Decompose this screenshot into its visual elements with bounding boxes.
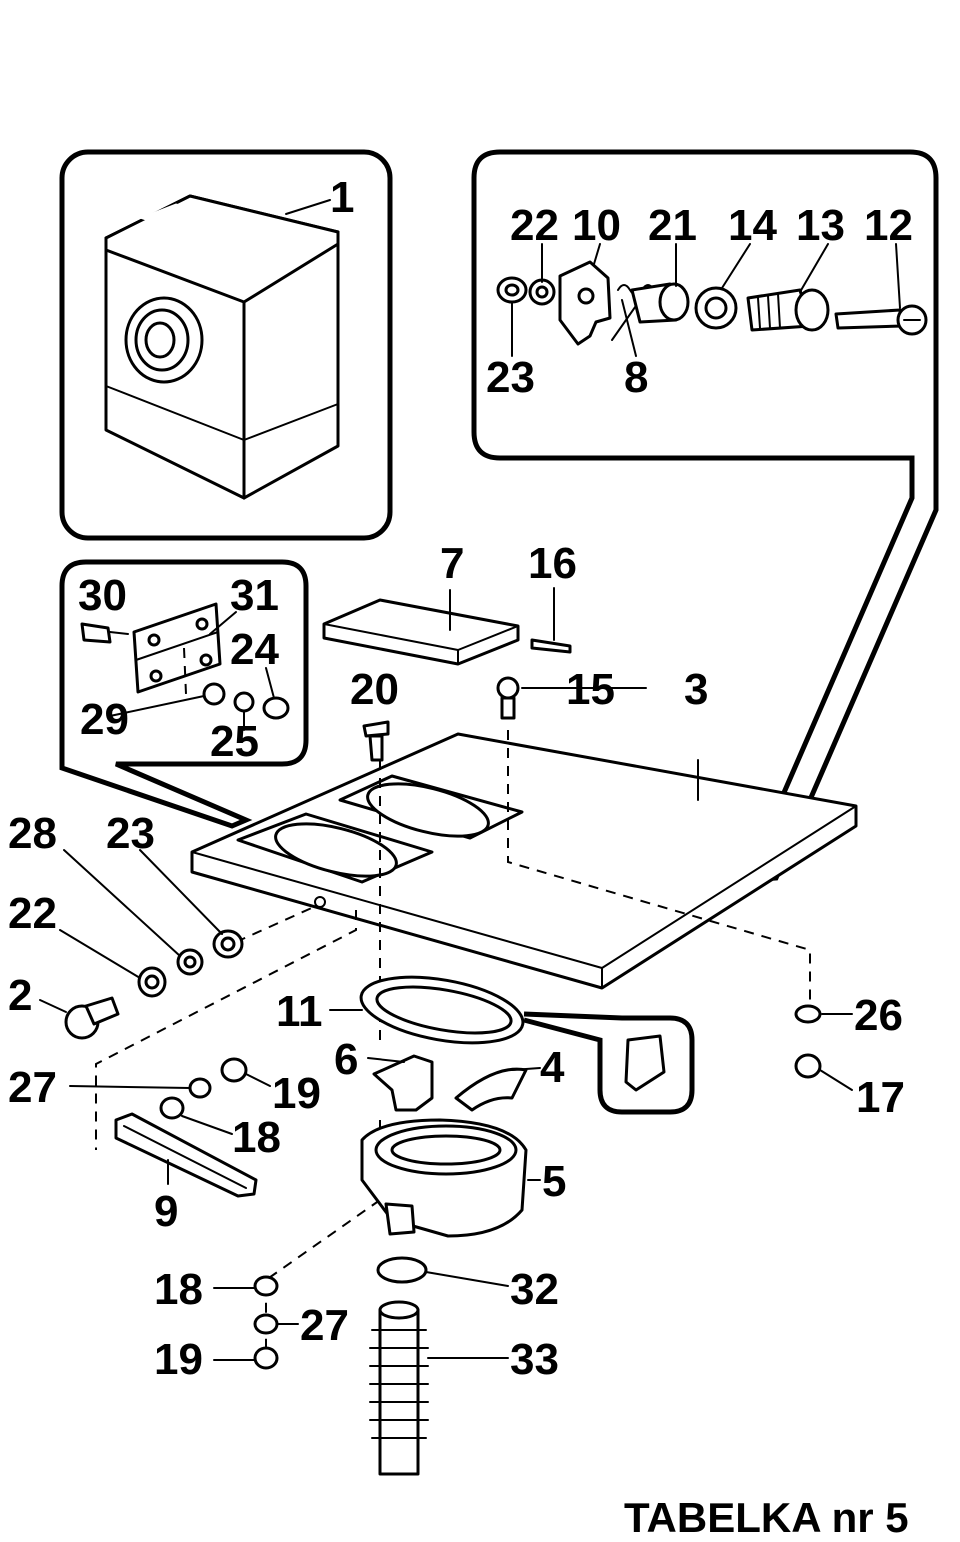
label-27: 27 <box>8 1063 57 1112</box>
label-25: 25 <box>210 717 259 766</box>
part-4-clip <box>454 1067 528 1112</box>
label-7: 7 <box>440 539 464 588</box>
label-29: 29 <box>80 695 129 744</box>
dashed-lines <box>507 730 811 1000</box>
part-20-screw <box>362 720 390 738</box>
lid-panel <box>190 732 858 990</box>
label-8: 8 <box>624 353 648 402</box>
label-15: 15 <box>566 665 615 714</box>
label-3: 3 <box>684 665 708 714</box>
part-33-hose <box>378 1308 420 1476</box>
label-33: 33 <box>510 1335 559 1384</box>
diagram-title: TABELKA nr 5 <box>624 1494 909 1541</box>
label-1: 1 <box>330 173 354 222</box>
label-9: 9 <box>154 1187 178 1236</box>
hinge-inset <box>59 559 309 829</box>
label-4: 4 <box>540 1043 565 1092</box>
part-7-block <box>322 598 520 666</box>
label-22: 22 <box>510 201 559 250</box>
label-32: 32 <box>510 1265 559 1314</box>
label-14: 14 <box>728 201 777 250</box>
label-31: 31 <box>230 571 279 620</box>
hinge-bolt-inset <box>471 149 939 883</box>
part-6-bracket <box>372 1054 434 1112</box>
label-17: 17 <box>856 1073 905 1122</box>
label-2: 2 <box>8 971 32 1020</box>
part-16-pin <box>530 638 572 654</box>
label-18-low: 18 <box>154 1265 203 1314</box>
label-18: 18 <box>232 1113 281 1162</box>
label-21: 21 <box>648 201 697 250</box>
label-5: 5 <box>542 1157 566 1206</box>
label-28: 28 <box>8 809 57 858</box>
label-30: 30 <box>78 571 127 620</box>
label-12: 12 <box>864 201 913 250</box>
label-26: 26 <box>854 991 903 1040</box>
machine-inset <box>59 149 393 541</box>
label-6: 6 <box>334 1035 358 1084</box>
label-16: 16 <box>528 539 577 588</box>
label-23-top: 23 <box>486 353 535 402</box>
label-22-left: 22 <box>8 889 57 938</box>
part-15-eyebolt <box>496 676 520 700</box>
label-13: 13 <box>796 201 845 250</box>
label-20: 20 <box>350 665 399 714</box>
label-11: 11 <box>276 987 323 1036</box>
label-27-low: 27 <box>300 1301 349 1350</box>
label-19: 19 <box>272 1069 321 1118</box>
part-labels: 1 22 10 21 14 13 12 23 8 7 16 30 31 24 2… <box>8 173 913 1384</box>
label-24: 24 <box>230 625 279 674</box>
label-23-left: 23 <box>106 809 155 858</box>
label-19-low: 19 <box>154 1335 203 1384</box>
label-10: 10 <box>572 201 621 250</box>
part-32-clamp <box>376 1256 428 1284</box>
